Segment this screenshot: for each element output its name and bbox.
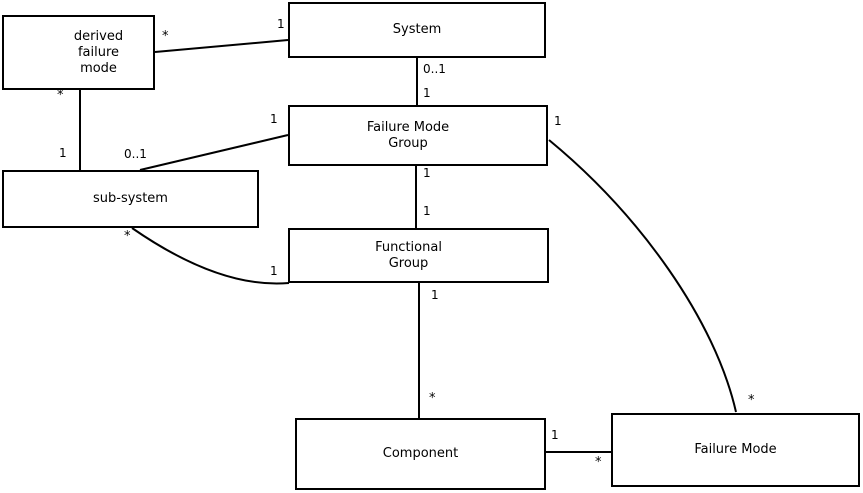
- multiplicity-label: 1: [270, 264, 278, 278]
- class-name-system: System: [392, 22, 442, 37]
- multiplicity-label: 1: [554, 114, 562, 128]
- multiplicity-label: 1: [59, 146, 67, 160]
- class-box-functional-group[interactable]: Functional Group: [288, 228, 549, 283]
- class-name-component: Component: [382, 446, 459, 461]
- class-name-derived-failure-mode: derived failure mode: [73, 28, 124, 76]
- multiplicity-label: *: [748, 393, 755, 408]
- class-name-failure-mode: Failure Mode: [694, 442, 777, 457]
- multiplicity-label: 1: [431, 288, 439, 302]
- class-name-functional-group: Functional Group: [375, 239, 442, 271]
- association-sub-system--functional-group: [131, 227, 290, 285]
- multiplicity-label: *: [595, 455, 602, 470]
- class-name-sub-system: sub-system: [93, 191, 168, 206]
- multiplicity-label: *: [429, 391, 436, 406]
- multiplicity-label: 1: [423, 204, 431, 218]
- class-box-component[interactable]: Component: [295, 418, 546, 490]
- multiplicity-label: 1: [277, 17, 285, 31]
- class-box-sub-system[interactable]: sub-system: [2, 170, 259, 228]
- multiplicity-label: 1: [423, 166, 431, 180]
- multiplicity-label: *: [124, 229, 131, 244]
- multiplicity-label: 0..1: [423, 62, 446, 76]
- class-name-failure-mode-group: Failure Mode Group: [366, 119, 450, 151]
- multiplicity-label: 1: [423, 86, 431, 100]
- class-box-failure-mode[interactable]: Failure Mode: [611, 413, 860, 487]
- multiplicity-label: *: [57, 88, 64, 103]
- association-derived-failure-mode--system: [154, 39, 289, 53]
- multiplicity-label: 1: [270, 112, 278, 126]
- class-box-failure-mode-group[interactable]: Failure Mode Group: [288, 105, 548, 166]
- multiplicity-label: 1: [551, 428, 559, 442]
- association-failure-mode-group--failure-mode: [548, 139, 737, 413]
- association-sub-system--failure-mode-group: [139, 134, 289, 171]
- class-box-system[interactable]: System: [288, 2, 546, 58]
- multiplicity-label: 0..1: [124, 147, 147, 161]
- class-box-derived-failure-mode[interactable]: derived failure mode: [2, 15, 155, 90]
- multiplicity-label: *: [162, 29, 169, 44]
